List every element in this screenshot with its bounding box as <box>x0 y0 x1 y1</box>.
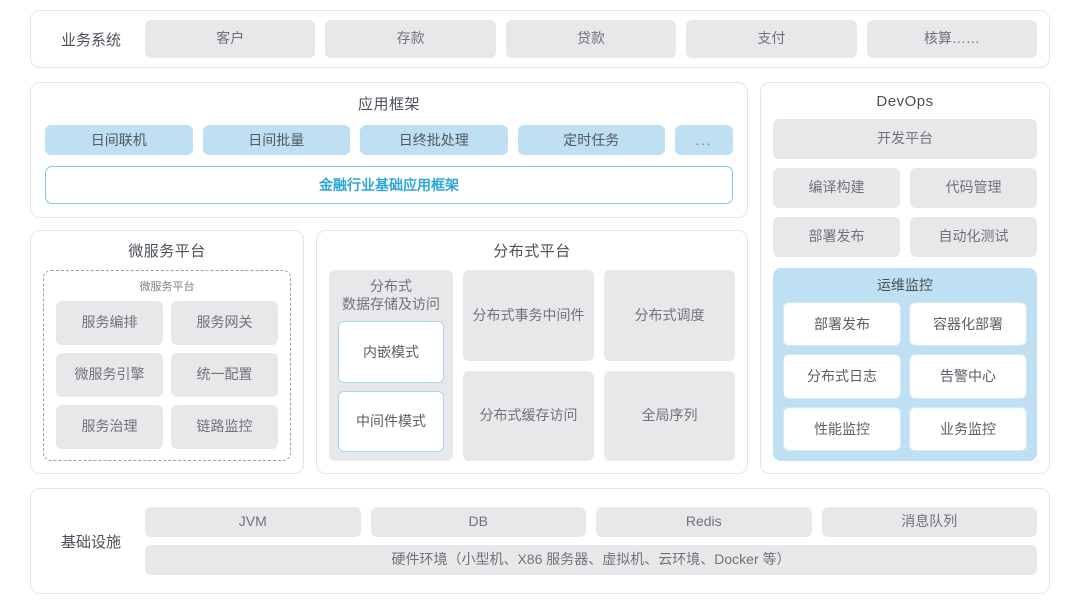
infrastructure-label: 基础设施 <box>60 533 121 551</box>
devops-deploy-release[interactable]: 部署发布 <box>773 217 900 257</box>
infrastructure-item-row: JVM DB Redis 消息队列 <box>145 507 1037 537</box>
dist-transaction-middleware-line1: 分布式 <box>472 306 515 323</box>
ms-item-service-governance[interactable]: 服务治理 <box>56 405 163 449</box>
app-chip-daytime-batch[interactable]: 日间批量 <box>202 125 350 155</box>
application-framework-panel: 应用框架 日间联机 日间批量 日终批处理 定时任务 ... 金融行业基础应用框架 <box>30 82 748 218</box>
ops-alert-center[interactable]: 告警中心 <box>909 354 1027 399</box>
microservice-inner-label: 微服务平台 <box>139 281 195 293</box>
distributed-right-column: 分布式调度 全局序列 <box>604 270 735 461</box>
devops-compile-build[interactable]: 编译构建 <box>773 168 900 208</box>
app-chip-more[interactable]: ... <box>675 125 733 155</box>
ops-monitoring-box: 运维监控 部署发布 容器化部署 分布式日志 告警中心 性能监控 业务监控 <box>773 268 1037 461</box>
dist-transaction-middleware-line2: 事务中间件 <box>514 306 585 323</box>
application-framework-chip-row: 日间联机 日间批量 日终批处理 定时任务 ... <box>45 125 733 155</box>
infra-item-jvm[interactable]: JVM <box>145 507 361 537</box>
app-chip-eod-batch[interactable]: 日终批处理 <box>360 125 508 155</box>
distributed-platform-title: 分布式平台 <box>493 243 571 260</box>
devops-row-deploy: 部署发布 自动化测试 <box>773 217 1037 257</box>
ms-item-microservice-engine[interactable]: 微服务引擎 <box>56 353 163 397</box>
business-item-payment[interactable]: 支付 <box>686 20 857 58</box>
devops-code-management[interactable]: 代码管理 <box>910 168 1037 208</box>
infra-hardware-environment[interactable]: 硬件环境（小型机、X86 服务器、虚拟机、云环境、Docker 等） <box>145 545 1037 575</box>
dist-cache-access[interactable]: 分布式 缓存访问 <box>463 370 594 461</box>
infra-item-message-queue[interactable]: 消息队列 <box>821 507 1037 537</box>
ops-deploy-release[interactable]: 部署发布 <box>783 302 901 347</box>
devops-title: DevOps <box>876 93 934 110</box>
microservice-platform-title: 微服务平台 <box>128 243 206 260</box>
dist-transaction-middleware[interactable]: 分布式 事务中间件 <box>463 270 594 361</box>
ms-item-unified-config[interactable]: 统一配置 <box>171 353 278 397</box>
ops-distributed-log[interactable]: 分布式日志 <box>783 354 901 399</box>
platform-column: 应用框架 日间联机 日间批量 日终批处理 定时任务 ... 金融行业基础应用框架… <box>30 82 748 474</box>
dist-mode-embedded[interactable]: 内嵌模式 <box>338 321 444 383</box>
distributed-platform-panel: 分布式平台 分布式 数据存储及访问 内嵌模式 中间件模式 <box>316 230 748 474</box>
ops-monitoring-grid: 部署发布 容器化部署 分布式日志 告警中心 性能监控 业务监控 <box>783 302 1027 451</box>
business-item-accounting[interactable]: 核算…… <box>866 20 1038 58</box>
app-chip-scheduled-task[interactable]: 定时任务 <box>517 125 665 155</box>
dist-mode-middleware[interactable]: 中间件模式 <box>338 390 444 452</box>
devops-panel: DevOps 开发平台 编译构建 代码管理 部署发布 自动化测试 运维监控 部署… <box>760 82 1050 474</box>
dist-scheduling[interactable]: 分布式调度 <box>604 270 735 361</box>
dist-global-sequence[interactable]: 全局序列 <box>604 370 735 461</box>
microservice-item-grid: 服务编排 服务网关 微服务引擎 统一配置 服务治理 链路监控 <box>56 301 278 449</box>
infra-item-db[interactable]: DB <box>370 507 586 537</box>
microservice-platform-panel: 微服务平台 微服务平台 服务编排 服务网关 微服务引擎 统一配置 服务治理 链路… <box>30 230 304 474</box>
distributed-data-storage-title-line1: 分布式 <box>370 278 412 294</box>
ops-business-monitoring[interactable]: 业务监控 <box>909 406 1027 451</box>
infra-item-redis[interactable]: Redis <box>596 507 812 537</box>
microservice-inner-box: 微服务平台 服务编排 服务网关 微服务引擎 统一配置 服务治理 链路监控 <box>43 270 291 461</box>
business-system-panel: 业务系统 客户 存款 贷款 支付 核算…… <box>30 10 1050 68</box>
app-chip-daytime-online[interactable]: 日间联机 <box>45 125 193 155</box>
ops-performance-monitoring[interactable]: 性能监控 <box>783 406 901 451</box>
distributed-platform-body: 分布式 数据存储及访问 内嵌模式 中间件模式 分布式 事务中间件 <box>329 270 735 461</box>
devops-dev-platform[interactable]: 开发平台 <box>773 119 1037 159</box>
dist-cache-access-line2: 缓存访问 <box>521 407 578 423</box>
ops-container-deploy[interactable]: 容器化部署 <box>909 302 1027 347</box>
ops-monitoring-title: 运维监控 <box>877 277 933 293</box>
middle-section: 应用框架 日间联机 日间批量 日终批处理 定时任务 ... 金融行业基础应用框架… <box>30 82 1050 474</box>
business-item-customer[interactable]: 客户 <box>145 20 316 58</box>
devops-row-build: 编译构建 代码管理 <box>773 168 1037 208</box>
business-system-label: 业务系统 <box>60 31 121 49</box>
finance-base-framework-bar[interactable]: 金融行业基础应用框架 <box>45 166 733 204</box>
dist-cache-access-line1: 分布式 <box>479 407 522 423</box>
ms-item-link-monitoring[interactable]: 链路监控 <box>171 405 278 449</box>
ms-item-service-orchestration[interactable]: 服务编排 <box>56 301 163 345</box>
lower-middle-row: 微服务平台 微服务平台 服务编排 服务网关 微服务引擎 统一配置 服务治理 链路… <box>30 230 748 474</box>
infrastructure-hardware-row: 硬件环境（小型机、X86 服务器、虚拟机、云环境、Docker 等） <box>145 545 1037 575</box>
distributed-data-storage-title-line2: 数据存储及访问 <box>342 295 440 312</box>
distributed-middle-column: 分布式 事务中间件 分布式 缓存访问 <box>463 270 594 461</box>
infrastructure-stack: JVM DB Redis 消息队列 硬件环境（小型机、X86 服务器、虚拟机、云… <box>145 507 1037 575</box>
devops-automated-testing[interactable]: 自动化测试 <box>910 217 1037 257</box>
business-item-loan[interactable]: 贷款 <box>505 20 677 58</box>
distributed-data-storage-card[interactable]: 分布式 数据存储及访问 内嵌模式 中间件模式 <box>329 270 453 461</box>
infrastructure-panel: 基础设施 JVM DB Redis 消息队列 硬件环境（小型机、X86 服务器、… <box>30 488 1050 594</box>
ms-item-service-gateway[interactable]: 服务网关 <box>171 301 278 345</box>
distributed-data-storage-title: 分布式 数据存储及访问 <box>338 278 444 313</box>
application-framework-title: 应用框架 <box>357 96 420 113</box>
business-item-deposit[interactable]: 存款 <box>325 20 496 58</box>
